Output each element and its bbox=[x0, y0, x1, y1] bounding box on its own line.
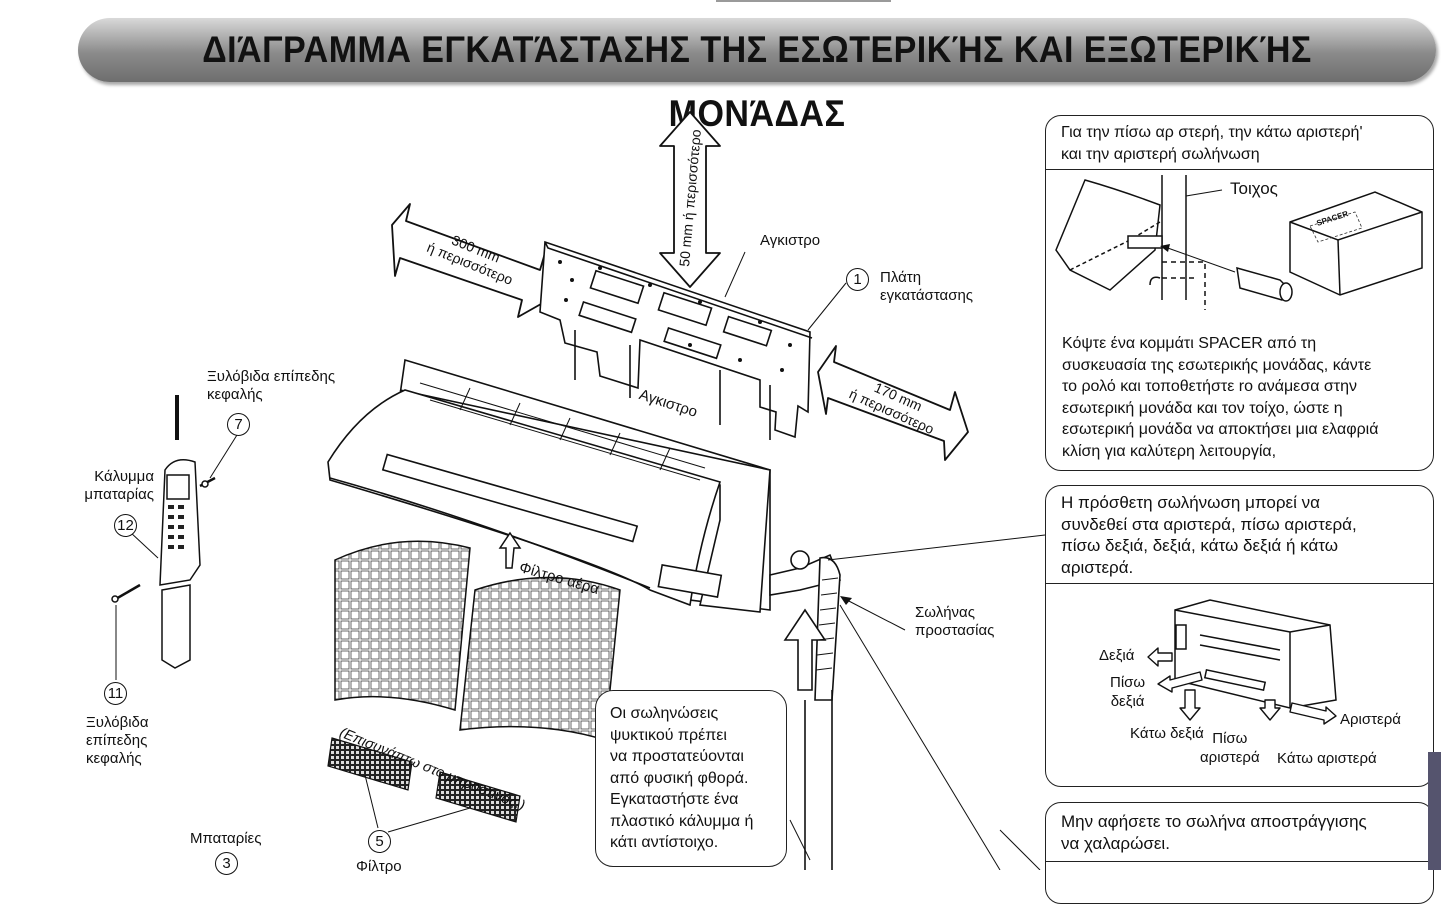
page-title: ΔΙΆΓΡΑΜΜΑ ΕΓΚΑΤΆΣΤΑΣΗΣ ΤΗΣ ΕΣΩΤΕΡΙΚΉΣ ΚΑ… bbox=[202, 29, 1312, 134]
piping-header-line2: συνδεθεί στα αριστερά, πίσω αριστερά, bbox=[1061, 514, 1357, 534]
drain-divider bbox=[1046, 861, 1433, 862]
plate-label-line2: εγκατάστασης bbox=[880, 287, 974, 304]
air-filter-insert-arrow bbox=[498, 531, 522, 569]
batteries-label: Μπαταρίες bbox=[190, 830, 262, 847]
callout-1: 1 bbox=[846, 268, 869, 291]
callout-7: 7 bbox=[227, 413, 250, 436]
spacer-body-line1: Κόψτε ένα κομμάτι SPACER από τη bbox=[1062, 335, 1317, 352]
remote-control bbox=[159, 395, 201, 669]
pipe-note-line6: πλαστικό κάλυμμα ή bbox=[610, 812, 754, 830]
small-filters bbox=[327, 737, 521, 823]
screw-bottom-line3: κεφαλής bbox=[86, 750, 142, 767]
unit-filter-grid bbox=[419, 382, 706, 481]
dir-left-label: Αριστερά bbox=[1340, 711, 1401, 728]
screw-top-line2: κεφαλής bbox=[207, 386, 263, 403]
piping-header-divider bbox=[1046, 583, 1433, 584]
pipe-note-line2: ψυκτικού πρέπει bbox=[610, 726, 727, 744]
drain-text: Μην αφήσετε το σωλήνα αποστράγγισης να χ… bbox=[1061, 811, 1367, 854]
screw-top bbox=[199, 476, 216, 488]
spacer-header-divider bbox=[1046, 169, 1433, 170]
protection-hose-line2: προστασίας bbox=[915, 622, 995, 639]
screw-bottom-line1: Ξυλόβιδα bbox=[86, 714, 149, 731]
spacer-panel: Για την πίσω αρ στερή, την κάτω αριστερή… bbox=[1045, 115, 1434, 471]
callout-11: 11 bbox=[104, 682, 127, 705]
dir-rear-left-label: Πίσω αριστερά bbox=[1200, 729, 1260, 767]
callout-5: 5 bbox=[368, 830, 391, 853]
right-clearance-arrow bbox=[817, 345, 969, 461]
piping-header-line4: αριστερά. bbox=[1061, 557, 1134, 577]
spacer-body-line6: κλίση για καλύτερη λειτουργία, bbox=[1062, 442, 1277, 460]
pipe-note-line5: Εγκαταστήστε ένα bbox=[610, 791, 739, 808]
callout-12: 12 bbox=[114, 514, 137, 537]
spacer-body: Κόψτε ένα κομμάτι SPACER από τη συσκευασ… bbox=[1062, 333, 1378, 462]
plate-holes bbox=[558, 260, 792, 372]
hook-top-label: Αγκιστρο bbox=[760, 232, 821, 249]
installation-diagram bbox=[111, 111, 1046, 870]
pipe-note-line3: να προστατεύονται bbox=[610, 748, 744, 765]
hose-ribs bbox=[815, 577, 839, 671]
pipe-protection-note: Οι σωληνώσεις ψυκτικού πρέπει να προστατ… bbox=[595, 690, 787, 867]
drain-panel: Μην αφήσετε το σωλήνα αποστράγγισης να χ… bbox=[1045, 802, 1434, 904]
piping-header-line3: πίσω δεξιά, δεξιά, κάτω δεξιά ή κάτω bbox=[1061, 536, 1339, 555]
dir-right-label: Δεξιά bbox=[1099, 647, 1135, 664]
screw-top-label: Ξυλόβιδα επίπεδης κεφαλής bbox=[207, 368, 335, 404]
dir-rear-left-line1: Πίσω bbox=[1212, 730, 1248, 747]
spacer-body-line3: το ρολό και τοποθετήστε ro ανάμεσα στην bbox=[1062, 378, 1357, 395]
indoor-unit bbox=[327, 358, 771, 613]
protection-hose-label: Σωλήνας προστασίας bbox=[915, 604, 994, 640]
dir-rear-right-label: Πίσω δεξιά bbox=[1110, 673, 1145, 711]
spacer-header-line1: Για την πίσω αρ στερή, την κάτω αριστερή… bbox=[1061, 124, 1363, 141]
pipe-note-line7: κάτι αντίστοιχο. bbox=[610, 834, 719, 851]
spacer-body-line2: συσκευασία της εσωτερικής μονάδας, κάντε bbox=[1062, 356, 1372, 374]
protection-hose-line1: Σωλήνας bbox=[915, 604, 975, 621]
battery-cover-line1: Κάλυμμα bbox=[94, 468, 154, 485]
dir-bottom-right-label: Κάτω δεξιά bbox=[1130, 725, 1204, 742]
plate-label-line1: Πλάτη bbox=[880, 269, 922, 286]
top-clearance-arrow bbox=[659, 111, 721, 288]
battery-cover-line2: μπαταρίας bbox=[84, 486, 154, 503]
installation-plate bbox=[539, 240, 813, 440]
dir-rear-right-line2: δεξιά bbox=[1110, 693, 1145, 710]
filter-cut-label: Φίλτρο bbox=[356, 858, 402, 875]
pipe-note-line4: από φυσική φθορά. bbox=[610, 769, 749, 787]
screw-bottom bbox=[111, 583, 141, 603]
piping-header-line1: Η πρόσθετη σωλήνωση μπορεί να bbox=[1061, 493, 1320, 512]
top-edge-line bbox=[716, 0, 891, 2]
drain-line1: Μην αφήσετε το σωλήνα αποστράγγισης bbox=[1061, 812, 1367, 831]
piping-header: Η πρόσθετη σωλήνωση μπορεί να συνδεθεί σ… bbox=[1061, 492, 1357, 578]
dir-rear-left-line2: αριστερά bbox=[1200, 749, 1260, 766]
wall-label: Τοιχος bbox=[1230, 179, 1278, 198]
spacer-header-line2: και την αριστερή σωλήνωση bbox=[1061, 145, 1260, 163]
battery-cover-label: Κάλυμμα μπαταρίας bbox=[80, 468, 154, 504]
pipe-note-line1: Οι σωληνώσεις bbox=[610, 705, 719, 722]
dir-bottom-left-label: Κάτω αριστερά bbox=[1277, 750, 1377, 767]
scroll-edge-bar bbox=[1428, 752, 1441, 870]
spacer-body-line5: εσωτερική μονάδα να αποκτήσει μια ελαφρι… bbox=[1062, 421, 1379, 438]
dir-rear-right-line1: Πίσω bbox=[1110, 674, 1146, 691]
screw-bottom-line2: επίπεδης bbox=[86, 732, 148, 749]
plate-label: Πλάτη εγκατάστασης bbox=[880, 269, 973, 305]
screw-top-line1: Ξυλόβιδα επίπεδης bbox=[207, 368, 336, 385]
spacer-header: Για την πίσω αρ στερή, την κάτω αριστερή… bbox=[1061, 122, 1363, 165]
spacer-body-line4: εσωτερική μονάδα και τον τοίχο, ώστε η bbox=[1062, 399, 1343, 417]
title-banner bbox=[78, 18, 1436, 82]
remote-buttons bbox=[168, 505, 184, 549]
drain-line2: να χαλαρώσει. bbox=[1061, 833, 1170, 853]
air-filter-left bbox=[334, 540, 471, 711]
screw-bottom-label: Ξυλόβιδα επίπεδης κεφαλής bbox=[86, 714, 149, 768]
callout-3: 3 bbox=[215, 852, 238, 875]
pipe-note-text: Οι σωληνώσεις ψυκτικού πρέπει να προστατ… bbox=[610, 703, 753, 854]
